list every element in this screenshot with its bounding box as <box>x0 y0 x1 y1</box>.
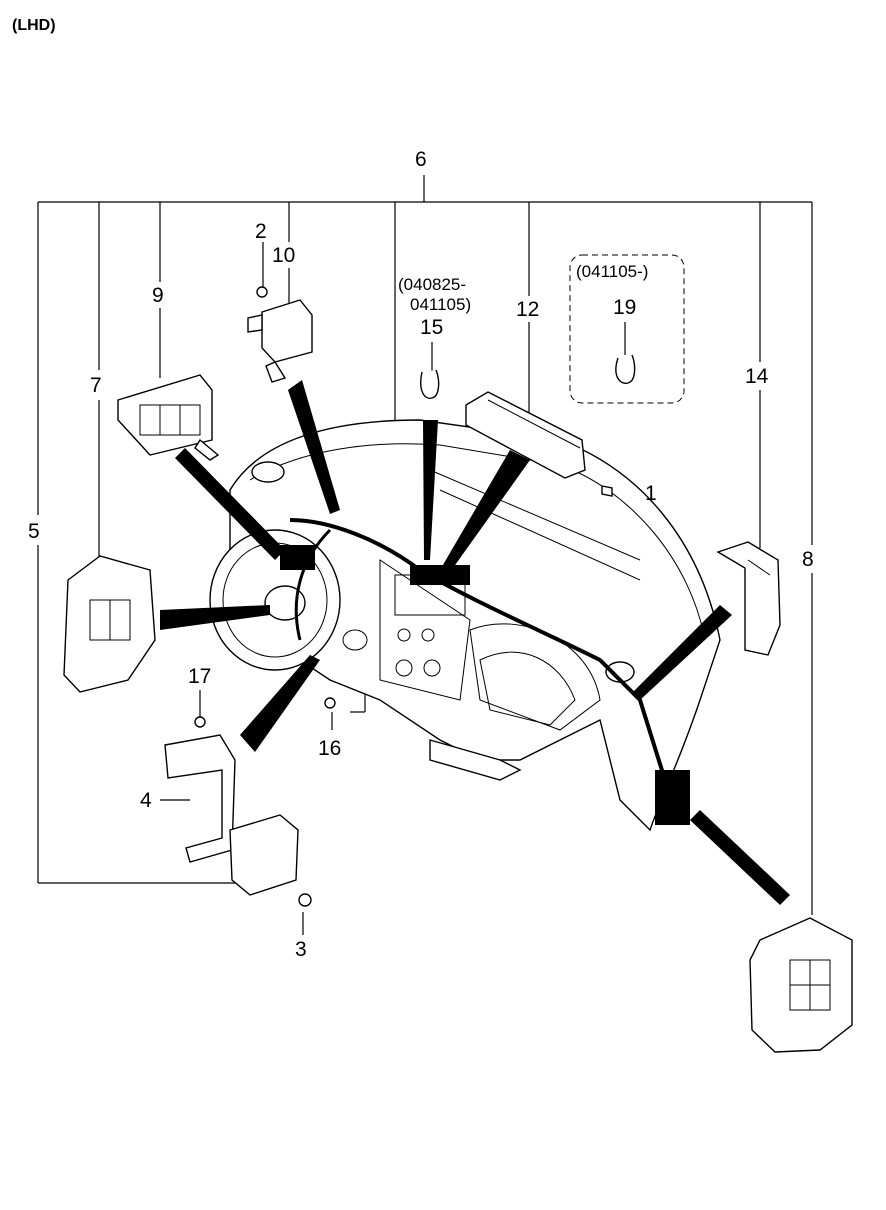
junction-block-part <box>117 374 220 461</box>
date-note-19: (041105-) <box>576 262 648 281</box>
callout-labels: 6 2 10 9 7 (040825- 041105) 15 12 (04110… <box>28 148 814 961</box>
fuse-box-7-part <box>63 555 156 693</box>
callout-7: 7 <box>90 374 102 397</box>
relay-part <box>247 286 313 383</box>
callout-4: 4 <box>140 789 152 812</box>
bracket-14-part <box>716 541 781 656</box>
fuse-box-8-part <box>749 917 853 1053</box>
callout-6: 6 <box>415 148 427 171</box>
revision-box <box>569 254 685 404</box>
pointer-wedges <box>160 380 790 905</box>
screw-1-part <box>601 485 613 497</box>
callout-16: 16 <box>318 737 341 760</box>
callout-2: 2 <box>255 220 267 243</box>
callout-1: 1 <box>645 482 657 505</box>
module-12-part <box>465 391 586 479</box>
callout-12: 12 <box>516 298 539 321</box>
instrument-panel <box>209 419 721 832</box>
callout-17: 17 <box>188 665 211 688</box>
date-note-15-end: 041105) <box>410 295 471 314</box>
callout-19: 19 <box>613 296 636 319</box>
callout-5: 5 <box>28 520 40 543</box>
variant-label: (LHD) <box>12 17 56 34</box>
callout-10: 10 <box>272 244 295 267</box>
callout-8: 8 <box>802 548 814 571</box>
clip-15-part <box>420 369 440 399</box>
callout-14: 14 <box>745 365 769 388</box>
callout-9: 9 <box>152 284 164 307</box>
callout-3: 3 <box>295 938 307 961</box>
leader-lines <box>37 175 813 935</box>
clip-19-part <box>615 354 636 384</box>
callout-15: 15 <box>420 316 443 339</box>
date-note-15-start: (040825- <box>398 275 466 294</box>
bracket-4-part <box>164 697 336 907</box>
